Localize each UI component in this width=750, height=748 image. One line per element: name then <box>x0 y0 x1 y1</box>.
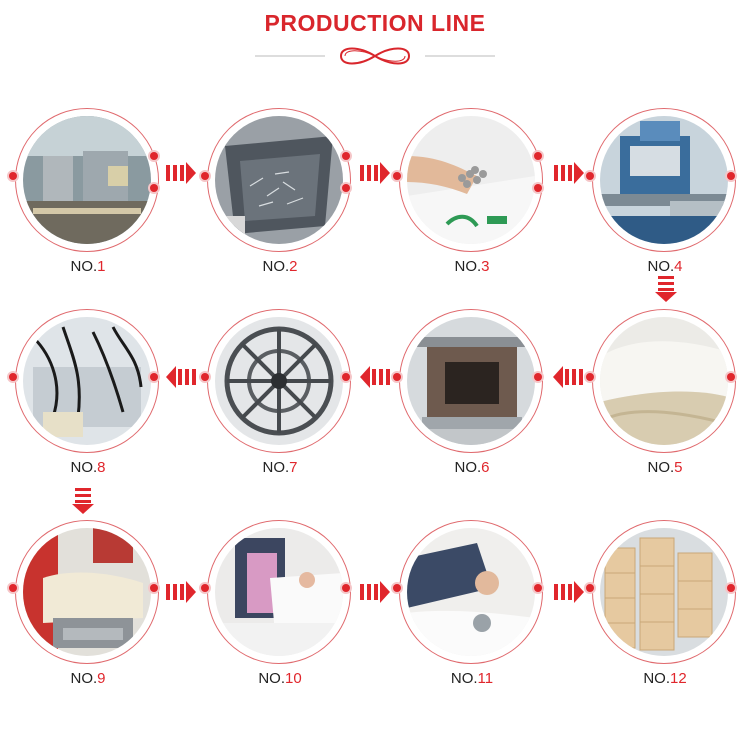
factory-floor-photo <box>23 116 151 244</box>
ring-dot <box>534 152 542 160</box>
ring-dot <box>393 373 401 381</box>
ring-dot <box>150 152 158 160</box>
pellets-hand-photo <box>407 116 535 244</box>
step-ring <box>592 108 736 252</box>
step-5: NO.5 <box>586 309 740 476</box>
step-12: NO.12 <box>586 520 740 687</box>
ring-dot <box>9 172 17 180</box>
step-label: NO.6 <box>454 459 490 476</box>
ring-dot <box>201 172 209 180</box>
flow-arrow-right-icon <box>166 162 196 184</box>
mixing-tank-photo <box>215 116 343 244</box>
flow-arrow-down-icon <box>72 488 94 514</box>
flow-arrow-left-icon <box>360 366 390 388</box>
step-7: NO.7 <box>201 309 355 476</box>
step-ring <box>592 309 736 453</box>
ring-dot <box>586 584 594 592</box>
mold-frame-photo <box>407 317 535 445</box>
ring-dot <box>534 584 542 592</box>
step-ring <box>207 108 351 252</box>
step-label: NO.11 <box>450 670 494 687</box>
step-ring <box>15 108 159 252</box>
step-label: NO.9 <box>70 670 106 687</box>
ring-dot <box>201 373 209 381</box>
ring-dot <box>150 184 158 192</box>
ring-dot <box>586 172 594 180</box>
ring-dot <box>727 373 735 381</box>
powder-sack-photo <box>600 317 728 445</box>
flow-arrow-right-icon <box>554 162 584 184</box>
step-label: NO.5 <box>647 459 683 476</box>
ring-dot <box>342 584 350 592</box>
step-ring <box>399 520 543 664</box>
flow-arrow-right-icon <box>554 581 584 603</box>
finishing-hand-photo <box>407 528 535 656</box>
step-label: NO.7 <box>262 459 298 476</box>
step-8: NO.8 <box>9 309 163 476</box>
packed-boxes-photo <box>600 528 728 656</box>
step-ring <box>399 309 543 453</box>
step-ring <box>207 520 351 664</box>
step-1: NO.1 <box>9 108 163 275</box>
step-label: NO.10 <box>258 670 302 687</box>
title-ornament-icon <box>255 47 495 65</box>
extruder-machine-photo <box>600 116 728 244</box>
step-label: NO.4 <box>647 258 683 275</box>
ring-dot <box>727 172 735 180</box>
step-ring <box>592 520 736 664</box>
step-11: NO.11 <box>393 520 547 687</box>
ring-dot <box>9 373 17 381</box>
step-ring <box>15 520 159 664</box>
step-ring <box>399 108 543 252</box>
ring-dot <box>9 584 17 592</box>
metal-wheel-photo <box>215 317 343 445</box>
ring-dot <box>150 584 158 592</box>
cable-assembly-photo <box>23 317 151 445</box>
flow-arrow-left-icon <box>553 366 583 388</box>
trimming-workers-photo <box>23 528 151 656</box>
ring-dot <box>534 373 542 381</box>
ring-dot <box>393 584 401 592</box>
ring-dot <box>201 584 209 592</box>
step-9: NO.9 <box>9 520 163 687</box>
step-ring <box>15 309 159 453</box>
ring-dot <box>586 373 594 381</box>
step-ring <box>207 309 351 453</box>
page-title: PRODUCTION LINE <box>264 10 486 36</box>
step-label: NO.8 <box>70 459 106 476</box>
ring-dot <box>534 184 542 192</box>
step-3: NO.3 <box>393 108 547 275</box>
ring-dot <box>342 184 350 192</box>
step-label: NO.12 <box>643 670 687 687</box>
step-label: NO.3 <box>454 258 490 275</box>
flow-arrow-right-icon <box>360 162 390 184</box>
step-10: NO.10 <box>201 520 355 687</box>
step-6: NO.6 <box>393 309 547 476</box>
ring-dot <box>342 152 350 160</box>
ring-dot <box>342 373 350 381</box>
step-label: NO.1 <box>70 258 106 275</box>
ring-dot <box>393 172 401 180</box>
flow-arrow-right-icon <box>166 581 196 603</box>
step-2: NO.2 <box>201 108 355 275</box>
step-label: NO.2 <box>262 258 298 275</box>
flow-arrow-down-icon <box>655 276 677 302</box>
flow-arrow-right-icon <box>360 581 390 603</box>
ring-dot <box>727 584 735 592</box>
step-4: NO.4 <box>586 108 740 275</box>
ring-dot <box>150 373 158 381</box>
inspection-worker-photo <box>215 528 343 656</box>
flow-arrow-left-icon <box>166 366 196 388</box>
